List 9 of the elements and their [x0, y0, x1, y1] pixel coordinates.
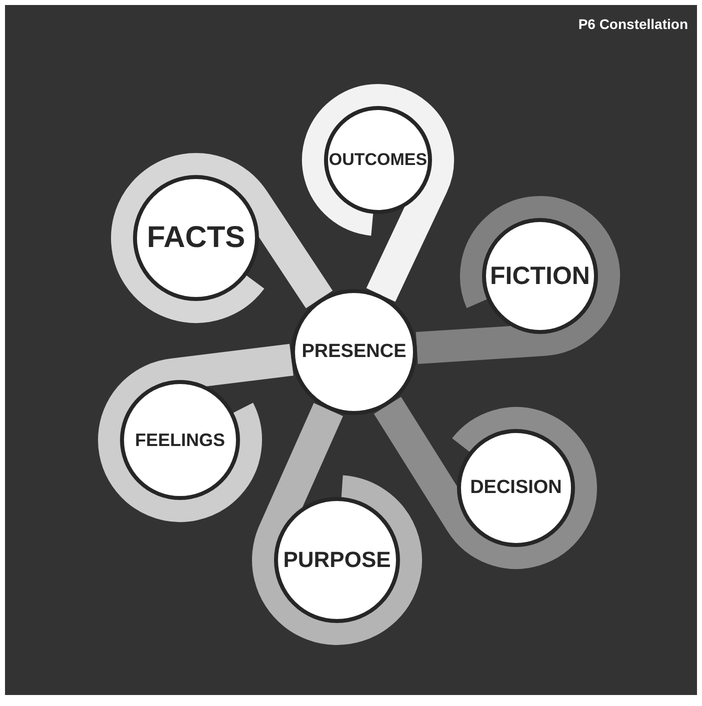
node-label: DECISION [470, 477, 562, 499]
ribbon-connector [302, 84, 454, 302]
title-label: P6 Constellation [578, 16, 688, 32]
node-label: PRESENCE [302, 341, 406, 363]
node-label: FACTS [146, 221, 246, 255]
node-label: FEELINGS [134, 430, 225, 450]
node-label: PURPOSE [283, 547, 391, 573]
node-label: OUTCOMES [328, 150, 428, 170]
node-label: FICTION [490, 262, 590, 290]
